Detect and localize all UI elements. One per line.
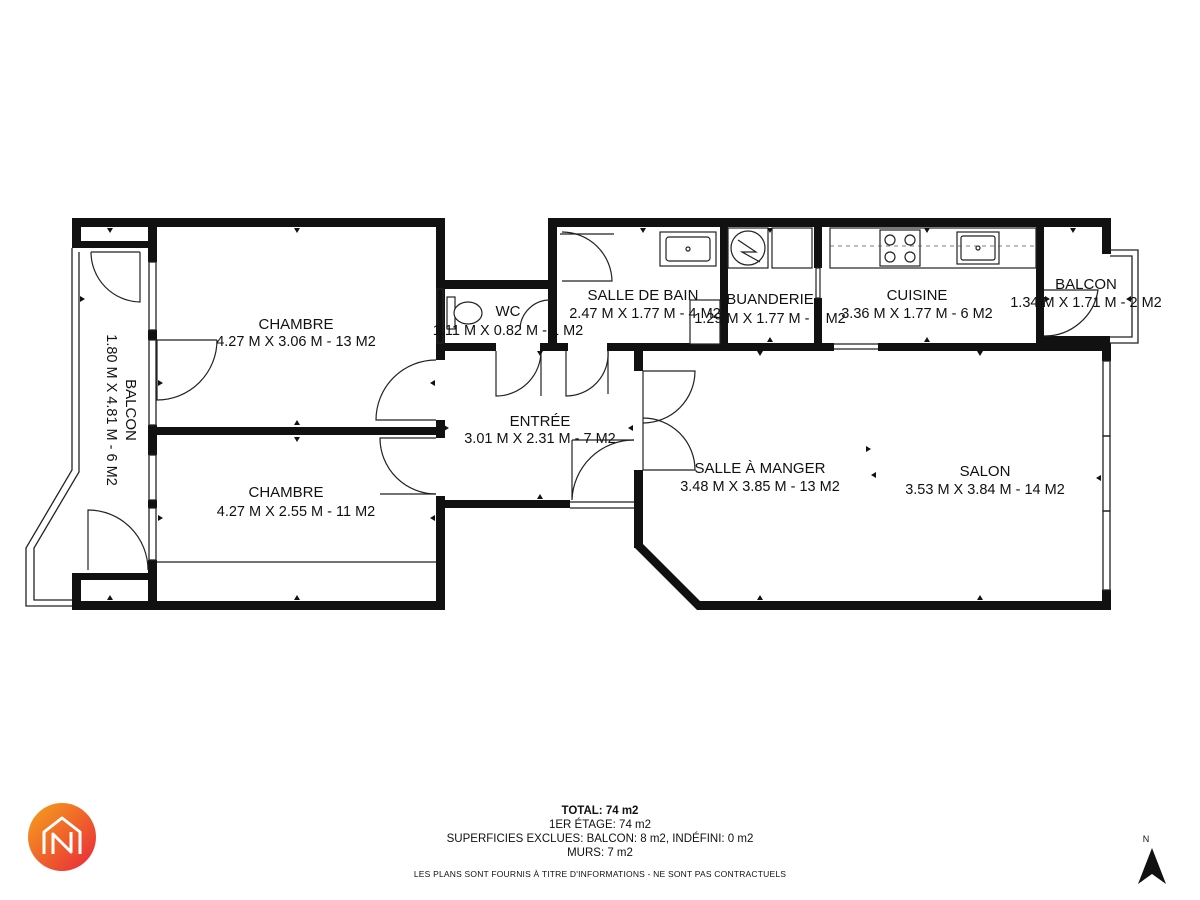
room-salle-de-bain-dims: 2.47 M X 1.77 M - 4 M2 xyxy=(569,306,721,322)
floor-area: 1ER ÉTAGE: 74 m2 xyxy=(548,819,652,831)
room-salle-de-bain-name: SALLE DE BAIN xyxy=(588,287,699,304)
north-label: N xyxy=(1143,834,1150,844)
washing-machine-icon xyxy=(730,230,766,266)
room-balcon-2-name: BALCON xyxy=(1055,276,1117,293)
doors xyxy=(87,231,1099,571)
room-chambre-1-dims: 4.27 M X 3.06 M - 13 M2 xyxy=(216,334,376,350)
room-buanderie-dims: 1.29 M X 1.77 M - 2 M2 xyxy=(694,311,846,327)
room-cuisine-name: CUISINE xyxy=(887,287,948,304)
walls-area: MURS: 7 m2 xyxy=(567,847,633,859)
brand-logo-icon xyxy=(28,803,96,871)
room-cuisine-dims: 3.36 M X 1.77 M - 6 M2 xyxy=(841,306,993,322)
room-entree-dims: 3.01 M X 2.31 M - 7 M2 xyxy=(464,431,616,447)
walls xyxy=(72,218,1111,610)
north-arrow-icon: N xyxy=(1138,834,1166,884)
room-salon-dims: 3.53 M X 3.84 M - 14 M2 xyxy=(905,482,1065,498)
windows xyxy=(25,248,1139,607)
room-balcon-1-name: BALCON xyxy=(122,379,139,441)
room-entree-name: ENTRÉE xyxy=(510,413,571,430)
fixtures xyxy=(446,227,1037,345)
room-balcon-2-dims: 1.34 M X 1.71 M - 2 M2 xyxy=(1010,295,1162,311)
room-salle-a-manger-dims: 3.48 M X 3.85 M - 13 M2 xyxy=(680,479,840,495)
room-buanderie-name: BUANDERIE xyxy=(726,291,814,308)
disclaimer: LES PLANS SONT FOURNIS À TITRE D'INFORMA… xyxy=(413,869,787,879)
room-chambre-2-name: CHAMBRE xyxy=(248,484,323,501)
room-chambre-1-name: CHAMBRE xyxy=(258,316,333,333)
room-salon-name: SALON xyxy=(960,463,1011,480)
total-area: TOTAL: 74 m2 xyxy=(561,805,639,817)
room-chambre-2-dims: 4.27 M X 2.55 M - 11 M2 xyxy=(217,504,376,520)
area-summary: TOTAL: 74 m2 1ER ÉTAGE: 74 m2 SUPERFICIE… xyxy=(300,804,900,860)
dimension-ticks xyxy=(80,228,1131,600)
excluded-area: SUPERFICIES EXCLUES: BALCON: 8 m2, INDÉF… xyxy=(446,833,754,845)
room-wc-dims: 1.11 M X 0.82 M - 1 M2 xyxy=(433,323,583,339)
room-salle-a-manger-name: SALLE À MANGER xyxy=(695,460,826,477)
room-balcon-1-dims: 1.80 M X 4.81 M - 6 M2 xyxy=(103,334,119,486)
room-wc-name: WC xyxy=(496,303,521,320)
room-labels: CHAMBRE 4.27 M X 3.06 M - 13 M2 CHAMBRE … xyxy=(103,276,1162,520)
